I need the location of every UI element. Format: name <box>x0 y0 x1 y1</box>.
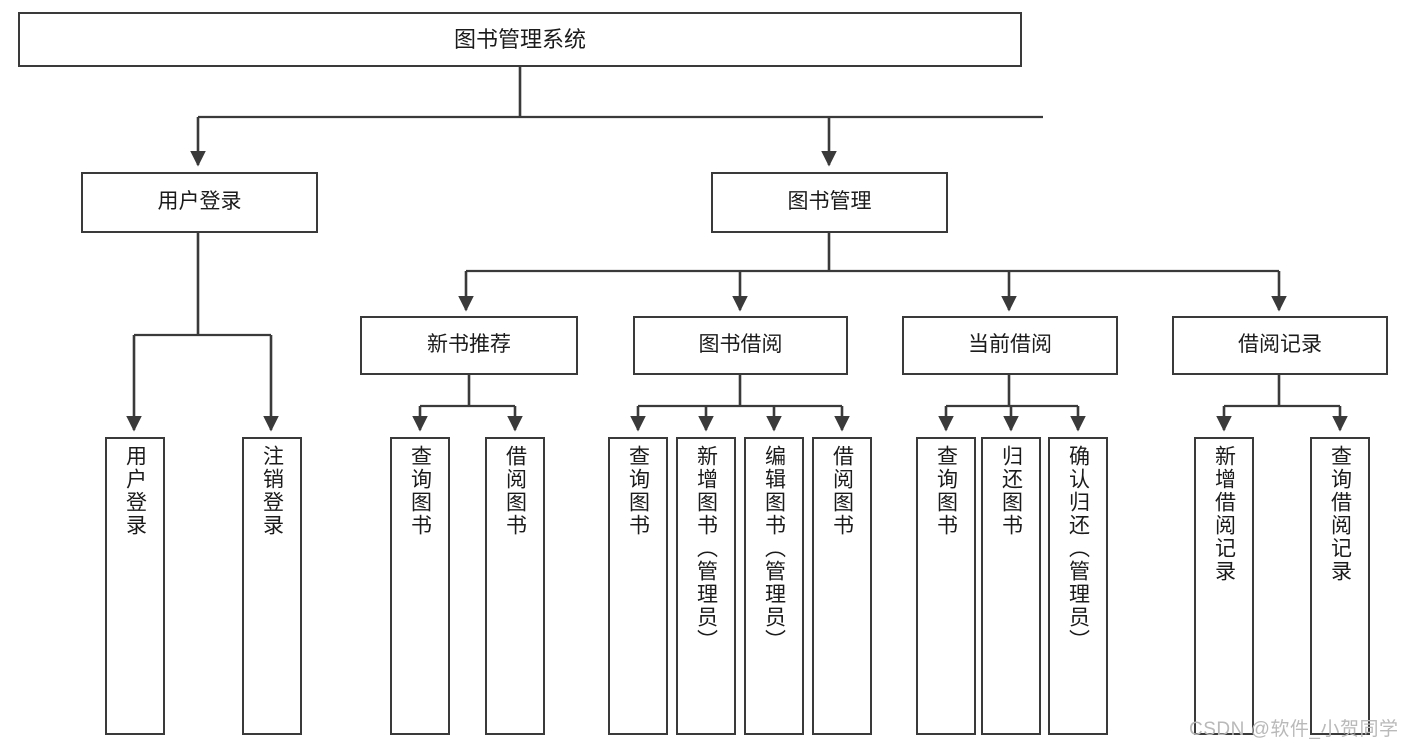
leaf-book-borrow-borrow-book[interactable]: 借阅图书 <box>812 437 872 735</box>
leaf-user-login-login[interactable]: 用户登录 <box>105 437 165 735</box>
leaf-user-login-logout-label: 注销登录 <box>260 445 284 537</box>
node-book-borrow[interactable]: 图书借阅 <box>633 316 848 375</box>
node-book-management-label: 图书管理 <box>787 190 872 214</box>
leaf-book-borrow-edit-book-label: 编辑图书（管理员） <box>762 445 786 652</box>
node-book-management[interactable]: 图书管理 <box>711 172 948 233</box>
leaf-new-book-borrow-book-label: 借阅图书 <box>503 445 527 537</box>
leaf-current-borrow-confirm-return[interactable]: 确认归还（管理员） <box>1048 437 1108 735</box>
leaf-user-login-logout[interactable]: 注销登录 <box>242 437 302 735</box>
leaf-borrow-record-query-record[interactable]: 查询借阅记录 <box>1310 437 1370 735</box>
leaf-new-book-query-book-label: 查询图书 <box>408 445 432 537</box>
leaf-borrow-record-add-record[interactable]: 新增借阅记录 <box>1194 437 1254 735</box>
leaf-new-book-query-book[interactable]: 查询图书 <box>390 437 450 735</box>
leaf-current-borrow-return-book[interactable]: 归还图书 <box>981 437 1041 735</box>
node-borrow-record[interactable]: 借阅记录 <box>1172 316 1388 375</box>
leaf-book-borrow-add-book-label: 新增图书（管理员） <box>694 445 718 652</box>
node-current-borrow-label: 当前借阅 <box>968 333 1052 357</box>
node-user-login[interactable]: 用户登录 <box>81 172 318 233</box>
leaf-new-book-borrow-book[interactable]: 借阅图书 <box>485 437 545 735</box>
csdn-watermark: CSDN @软件_小贺同学 <box>1189 719 1399 740</box>
leaf-current-borrow-query-book[interactable]: 查询图书 <box>916 437 976 735</box>
leaf-book-borrow-borrow-book-label: 借阅图书 <box>830 445 854 537</box>
leaf-current-borrow-query-book-label: 查询图书 <box>934 445 958 537</box>
node-root-label: 图书管理系统 <box>453 26 586 52</box>
node-user-login-label: 用户登录 <box>157 190 242 214</box>
node-new-book-recommend[interactable]: 新书推荐 <box>360 316 578 375</box>
leaf-book-borrow-add-book[interactable]: 新增图书（管理员） <box>676 437 736 735</box>
node-current-borrow[interactable]: 当前借阅 <box>902 316 1118 375</box>
node-book-borrow-label: 图书借阅 <box>698 333 783 357</box>
leaf-borrow-record-query-record-label: 查询借阅记录 <box>1328 445 1352 583</box>
leaf-book-borrow-query-book-label: 查询图书 <box>626 445 650 537</box>
node-borrow-record-label: 借阅记录 <box>1238 333 1322 357</box>
leaf-book-borrow-edit-book[interactable]: 编辑图书（管理员） <box>744 437 804 735</box>
leaf-current-borrow-confirm-return-label: 确认归还（管理员） <box>1066 445 1090 652</box>
leaf-book-borrow-query-book[interactable]: 查询图书 <box>608 437 668 735</box>
leaf-current-borrow-return-book-label: 归还图书 <box>999 445 1023 537</box>
leaf-user-login-login-label: 用户登录 <box>123 445 147 537</box>
leaf-borrow-record-add-record-label: 新增借阅记录 <box>1212 445 1236 583</box>
node-root-system[interactable]: 图书管理系统 <box>18 12 1022 67</box>
node-new-book-recommend-label: 新书推荐 <box>427 333 511 357</box>
